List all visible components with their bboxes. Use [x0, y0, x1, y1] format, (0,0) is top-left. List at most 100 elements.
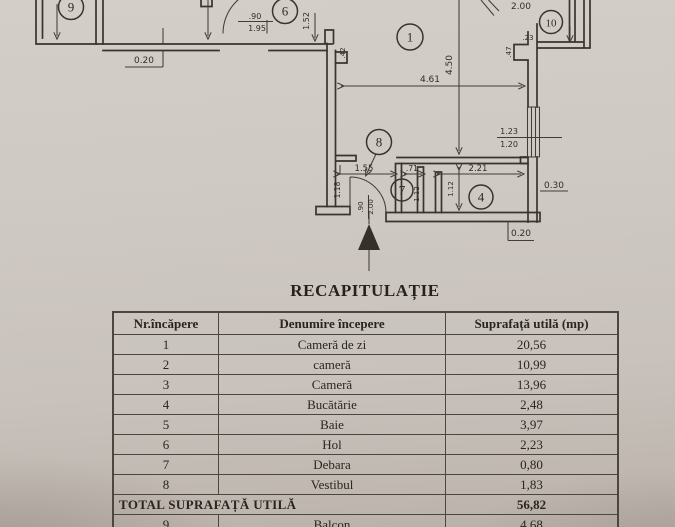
recap-table: Nr.încăpere Denumire începere Suprafață …	[113, 312, 618, 527]
dimension-label: 1.55	[355, 164, 374, 174]
col-header-denumire: Denumire începere	[218, 312, 446, 335]
entrance-corner-wall	[315, 205, 351, 216]
cell-area-value: 4,68	[445, 514, 618, 527]
wall-left-partition	[95, 0, 104, 45]
floor-plan-drawing: 9 6 1 10 8 7 4 0.20 .90 1.95 1.52 .42 2.00 .23 .47 4.5…	[35, 0, 591, 271]
room-number-circle	[390, 178, 414, 202]
cell-total-value: 56,82	[445, 494, 618, 515]
col-header-nr: Nr.încăpere	[113, 312, 219, 335]
dimension-label: 1.12	[413, 186, 421, 202]
dimension-label: 2.21	[469, 164, 488, 174]
walls	[35, 0, 591, 223]
dimension-label: .71	[406, 164, 418, 173]
room-number-circle	[468, 184, 494, 210]
cell-room-number: 1	[113, 334, 219, 355]
room1-south-wall	[396, 156, 529, 165]
cell-room-name: Bucătărie	[218, 394, 446, 415]
dimension-labels: 0.20 .90 1.95 1.52 .42 2.00 .23 .47 4.50 4.61 1.23…	[134, 2, 564, 239]
recap-title: RECAPITULAȚIE	[290, 281, 440, 300]
partition-shaft-4	[434, 171, 443, 214]
dimension-label: 1.23	[500, 127, 518, 136]
cell-area-value: 2,48	[445, 394, 618, 415]
cell-room-number: 2	[113, 354, 219, 375]
upper-strip-wall	[95, 43, 333, 52]
cell-area-value: 1,83	[445, 474, 618, 495]
room-number: 9	[68, 0, 75, 15]
dimension-label: 0.20	[511, 229, 531, 239]
entrance-arrow	[358, 212, 380, 271]
dimension-label: .47	[505, 46, 513, 57]
balcony9-walls	[35, 0, 97, 45]
balcony10-walls	[537, 0, 591, 49]
dimension-label: .42	[339, 47, 347, 58]
dimension-label: 1.12	[447, 181, 455, 197]
room-number-circle	[396, 23, 424, 51]
cell-room-number: 4	[113, 394, 219, 415]
recap-header-row: Nr.încăpere Denumire începere Suprafață …	[113, 312, 618, 335]
right-wall-lower	[519, 156, 538, 223]
cell-area-value: 13,96	[445, 374, 618, 395]
dimension-label: 1.95	[248, 24, 266, 33]
door-leaf-balcony10	[480, 0, 500, 16]
room-number: 10	[546, 18, 558, 30]
col-header-suprafata: Suprafață utilă (mp)	[445, 312, 618, 335]
cell-room-name: Baie	[218, 414, 446, 435]
dimension-label: 1.20	[500, 140, 518, 149]
cell-area-value: 2,23	[445, 434, 618, 455]
cell-area-value: 3,97	[445, 414, 618, 435]
cell-area-value: 0,80	[445, 454, 618, 475]
room8-leader-line	[367, 153, 377, 173]
cell-room-number: 6	[113, 434, 219, 455]
room-number-circle	[271, 0, 299, 25]
dimension-label: 4.50	[445, 55, 455, 75]
cell-room-name: Cameră de zi	[218, 334, 446, 355]
cell-room-number: 5	[113, 414, 219, 435]
bottom-wall	[385, 211, 541, 223]
room-number-circle	[538, 9, 564, 35]
left-main-wall	[326, 42, 337, 208]
dimension-lines	[57, 0, 570, 242]
dimension-label: .90	[357, 201, 365, 212]
room-number: 8	[376, 135, 383, 150]
dimension-label: .90	[249, 12, 262, 21]
dimension-label: 2.00	[511, 2, 531, 12]
cell-room-name: cameră	[218, 354, 446, 375]
room-number: 6	[282, 4, 289, 19]
dimension-label: 0.30	[544, 181, 564, 191]
room-number: 1	[407, 30, 414, 45]
dimension-label: 1.18	[333, 181, 342, 198]
cell-area-value: 20,56	[445, 334, 618, 355]
dimension-label: .23	[522, 34, 533, 42]
vestibule-top-wall	[335, 154, 357, 162]
cell-room-name: Cameră	[218, 374, 446, 395]
room-number-circle	[57, 0, 85, 21]
room-number: 7	[399, 183, 406, 198]
cell-room-number: 9	[113, 514, 219, 527]
cell-total-label: TOTAL SUPRAFAȚĂ UTILĂ	[113, 494, 446, 515]
door-jamb	[200, 0, 213, 8]
cell-room-name: Vestibul	[218, 474, 446, 495]
room-number-circle	[365, 128, 393, 156]
cell-room-name: Balcon	[218, 514, 446, 527]
dimension-label: 4.61	[420, 75, 440, 85]
window-symbol	[526, 106, 541, 158]
cell-room-name: Debara	[218, 454, 446, 475]
dimension-label: 1.52	[302, 12, 311, 30]
cell-room-number: 3	[113, 374, 219, 395]
cell-area-value: 10,99	[445, 354, 618, 375]
right-wall-upper	[513, 23, 538, 108]
dimension-label: 2.00	[367, 199, 375, 215]
room-number-circles: 9 6 1 10 8 7 4	[57, 0, 564, 210]
cell-room-name: Hol	[218, 434, 446, 455]
room-number: 4	[478, 190, 485, 205]
